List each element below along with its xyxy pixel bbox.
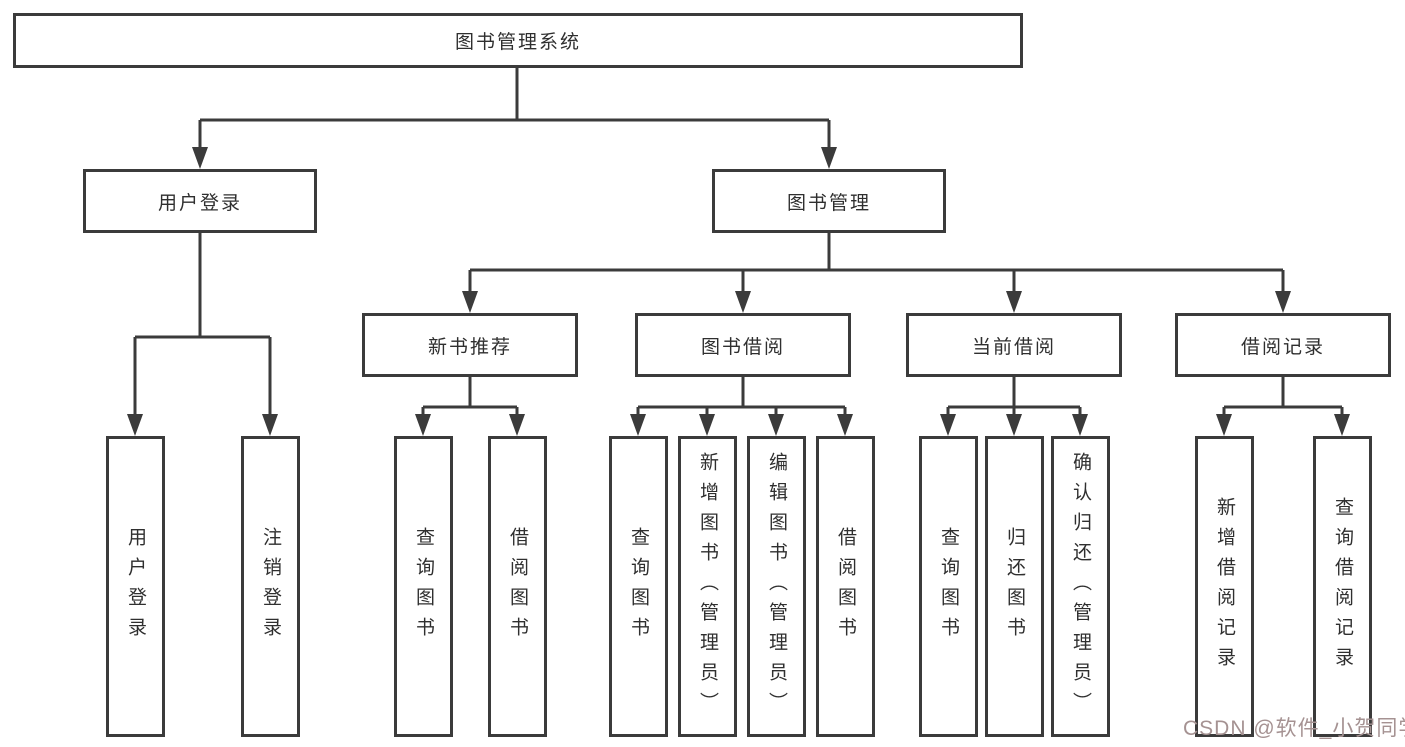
leaf-add-book-admin-label: 新增图书（管理员） xyxy=(697,451,718,722)
leaf-borrow-books-borrowing: 借阅图书 xyxy=(816,436,875,737)
node-current-borrowing-label: 当前借阅 xyxy=(971,336,1056,358)
connector-book-management-lines xyxy=(468,233,1285,294)
leaf-logout: 注销登录 xyxy=(241,436,300,737)
node-new-book-recommend-label: 新书推荐 xyxy=(427,336,512,358)
leaf-logout-label: 注销登录 xyxy=(260,526,281,647)
connector-book-borrowing-arrows xyxy=(630,414,853,436)
node-system-root-label: 图书管理系统 xyxy=(454,32,581,53)
leaf-query-books-borrowing-label: 查询图书 xyxy=(628,526,649,647)
leaf-edit-book-admin-label: 编辑图书（管理员） xyxy=(766,451,787,722)
node-current-borrowing: 当前借阅 xyxy=(906,313,1122,377)
leaf-return-books-label: 归还图书 xyxy=(1004,526,1025,647)
connector-book-management-arrows xyxy=(462,291,1291,313)
node-new-book-recommend: 新书推荐 xyxy=(362,313,578,377)
leaf-query-borrow-record-label: 查询借阅记录 xyxy=(1332,496,1353,677)
leaf-add-book-admin: 新增图书（管理员） xyxy=(678,436,737,737)
connector-root-arrows xyxy=(192,147,837,169)
leaf-confirm-return-admin: 确认归还（管理员） xyxy=(1051,436,1110,737)
node-book-borrowing: 图书借阅 xyxy=(635,313,851,377)
connector-borrowing-records-lines xyxy=(1222,377,1344,418)
node-system-root: 图书管理系统 xyxy=(13,13,1023,68)
leaf-add-borrow-record-label: 新增借阅记录 xyxy=(1214,496,1235,677)
connector-root-lines xyxy=(198,68,831,149)
connector-new-book-recommend-lines xyxy=(421,377,519,418)
leaf-borrow-books-recommend: 借阅图书 xyxy=(488,436,547,737)
leaf-query-books-current: 查询图书 xyxy=(919,436,978,737)
leaf-user-login-label: 用户登录 xyxy=(125,526,146,647)
leaf-query-books-recommend: 查询图书 xyxy=(394,436,453,737)
node-user-login-label: 用户登录 xyxy=(157,192,242,214)
connector-book-borrowing-lines xyxy=(636,377,847,418)
connector-new-book-recommend-arrows xyxy=(415,414,525,436)
csdn-watermark: CSDN @软件_小贺同学 xyxy=(1183,717,1405,740)
leaf-return-books: 归还图书 xyxy=(985,436,1044,737)
connector-user-login-arrows xyxy=(127,414,278,436)
leaf-borrow-books-recommend-label: 借阅图书 xyxy=(507,526,528,647)
node-user-login: 用户登录 xyxy=(83,169,317,233)
leaf-user-login: 用户登录 xyxy=(106,436,165,737)
leaf-query-books-borrowing: 查询图书 xyxy=(609,436,668,737)
leaf-query-books-current-label: 查询图书 xyxy=(938,526,959,647)
connector-current-borrowing-lines xyxy=(946,377,1082,418)
leaf-confirm-return-admin-label: 确认归还（管理员） xyxy=(1070,451,1091,722)
leaf-borrow-books-borrowing-label: 借阅图书 xyxy=(835,526,856,647)
node-book-management: 图书管理 xyxy=(712,169,946,233)
connector-user-login-lines xyxy=(133,233,272,417)
leaf-add-borrow-record: 新增借阅记录 xyxy=(1195,436,1254,737)
node-borrowing-records-label: 借阅记录 xyxy=(1240,336,1325,358)
connector-current-borrowing-arrows xyxy=(940,414,1088,436)
leaf-edit-book-admin: 编辑图书（管理员） xyxy=(747,436,806,737)
leaf-query-books-recommend-label: 查询图书 xyxy=(413,526,434,647)
node-book-management-label: 图书管理 xyxy=(786,192,871,214)
connector-borrowing-records-arrows xyxy=(1216,414,1350,436)
leaf-query-borrow-record: 查询借阅记录 xyxy=(1313,436,1372,737)
node-borrowing-records: 借阅记录 xyxy=(1175,313,1391,377)
node-book-borrowing-label: 图书借阅 xyxy=(700,336,785,358)
